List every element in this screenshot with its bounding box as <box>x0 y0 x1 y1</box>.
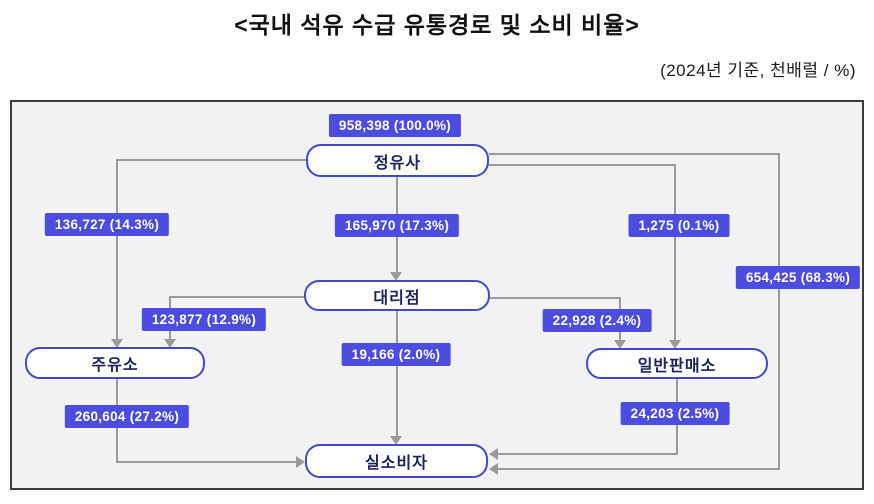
flow-line-refinery-to-gas-station <box>117 159 306 161</box>
flow-line-refinery-to-gas-station <box>116 159 118 340</box>
arrowhead-down-icon <box>669 340 681 349</box>
flow-line-gas-station-to-consumer <box>116 461 296 463</box>
badge-refinery-to-gas-station: 136,727 (14.3%) <box>44 213 170 236</box>
badge-agency-to-general-store: 22,928 (2.4%) <box>542 309 652 332</box>
node-general-store: 일반판매소 <box>586 348 768 379</box>
flow-line-refinery-to-consumer <box>489 153 780 155</box>
badge-agency-to-gas-station: 123,877 (12.9%) <box>141 308 267 331</box>
page-subtitle: (2024년 기준, 천배럴 / %) <box>660 61 856 80</box>
flow-line-refinery-to-general-store <box>489 164 675 166</box>
diagram-panel: 958,398 (100.0%) 136,727 (14.3%) 165,970… <box>10 100 864 490</box>
badge-total-supply: 958,398 (100.0%) <box>328 114 462 137</box>
arrowhead-down-icon <box>164 339 176 348</box>
flow-line-agency-to-general-store <box>490 297 621 299</box>
badge-agency-to-consumer: 19,166 (2.0%) <box>341 343 451 366</box>
page-title: <국내 석유 수급 유통경로 및 소비 비율> <box>234 12 640 38</box>
badge-refinery-to-consumer: 654,425 (68.3%) <box>735 266 861 289</box>
badge-refinery-to-agency: 165,970 (17.3%) <box>334 214 460 237</box>
node-refinery: 정유사 <box>306 144 489 177</box>
node-agency: 대리점 <box>304 280 490 311</box>
arrowhead-down-icon <box>390 272 402 281</box>
badge-refinery-to-general-store: 1,275 (0.1%) <box>628 214 730 237</box>
flow-line-refinery-to-consumer <box>778 153 780 470</box>
arrowhead-down-icon <box>111 339 123 348</box>
flow-line-refinery-to-general-store <box>674 164 676 341</box>
flow-line-agency-to-consumer <box>396 311 398 437</box>
arrowhead-left-icon <box>489 448 498 460</box>
node-gas-station: 주유소 <box>25 347 205 379</box>
arrowhead-down-icon <box>390 436 402 445</box>
flow-line-general-store-to-consumer <box>498 453 678 455</box>
flow-line-refinery-to-consumer <box>498 468 779 470</box>
arrowhead-left-icon <box>489 463 498 475</box>
badge-gas-station-to-consumer: 260,604 (27.2%) <box>64 405 190 428</box>
badge-general-store-to-consumer: 24,203 (2.5%) <box>620 402 730 425</box>
flow-line-agency-to-gas-station <box>170 296 304 298</box>
arrowhead-right-icon <box>296 456 305 468</box>
node-consumer: 실소비자 <box>305 444 488 478</box>
arrowhead-down-icon <box>614 340 626 349</box>
